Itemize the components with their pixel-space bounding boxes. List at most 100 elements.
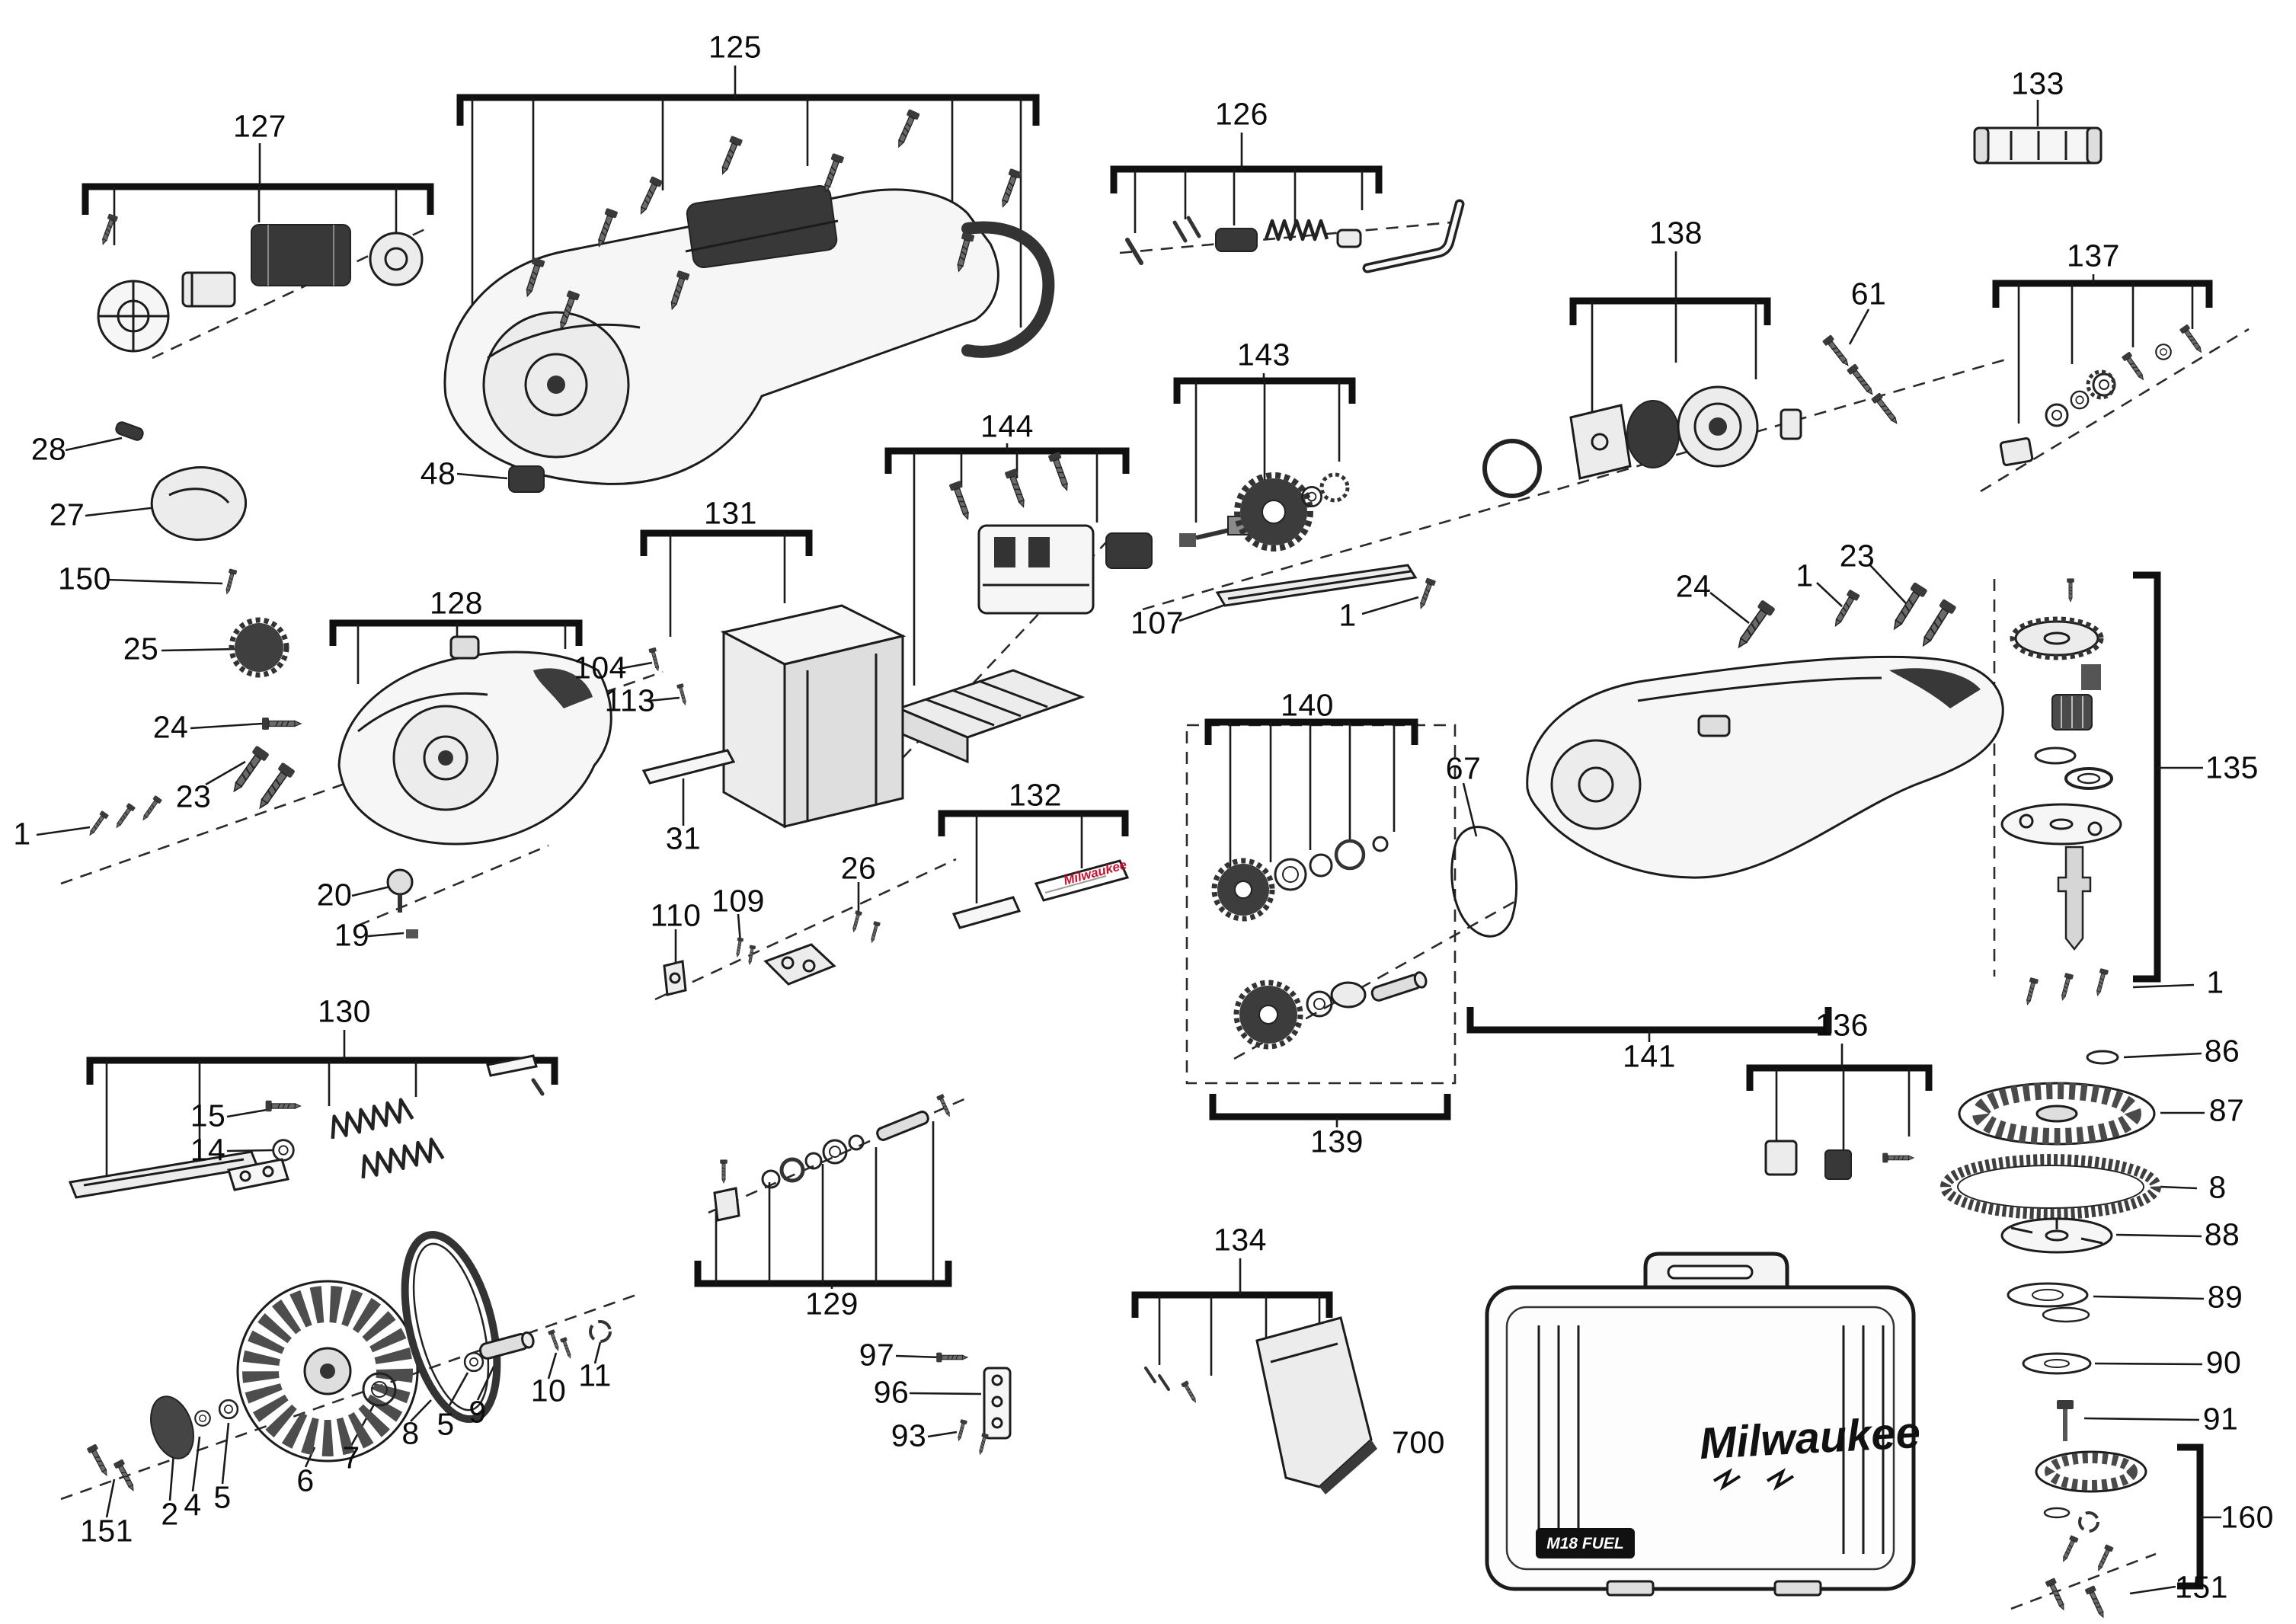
assembled-body-141-drawing [1526, 580, 2004, 879]
callout-107: 107 [1130, 605, 1184, 641]
callout-14: 14 [190, 1132, 226, 1168]
washer-86-drawing [2086, 1050, 2119, 1065]
disc-2-drawing [150, 1395, 194, 1459]
callout-143: 143 [1237, 337, 1290, 372]
gear-stack-140-drawing [1211, 836, 1389, 922]
grip-133-drawing [1973, 126, 2103, 165]
callout-28: 28 [30, 431, 67, 467]
cover-27-drawing [150, 466, 248, 541]
callout-5-b: 5 [436, 1406, 455, 1442]
callout-150: 150 [58, 561, 111, 596]
case-badge [1536, 1528, 1635, 1558]
callout-23-left: 23 [175, 778, 212, 814]
spring-drawing [1264, 219, 1329, 241]
callout-110: 110 [650, 897, 702, 933]
wheel-87-drawing [1958, 1082, 2156, 1146]
callout-7: 7 [342, 1440, 360, 1475]
shaft-hardware-129-drawing [713, 1093, 954, 1222]
pulley-parts-139-drawing [1233, 971, 1428, 1050]
callout-97: 97 [859, 1337, 895, 1373]
shaft-9-drawing [478, 1331, 535, 1360]
washer-5-drawing [218, 1399, 239, 1420]
callout-1-rightcol: 1 [2206, 964, 2224, 1000]
screw-104-drawing [648, 647, 662, 673]
body-half-128-drawing [337, 635, 612, 846]
washers-89-drawing [2007, 1282, 2090, 1323]
callout-131: 131 [704, 495, 757, 531]
callout-19: 19 [334, 917, 370, 953]
guide-bar-107-drawing [1215, 564, 1437, 611]
tire-8-left-drawing [401, 1230, 501, 1424]
case-logo-text: Milwaukee [1698, 1408, 1921, 1469]
callout-93: 93 [891, 1418, 927, 1453]
callout-67: 67 [1445, 750, 1482, 786]
band-wheel-6-drawing [236, 1280, 419, 1463]
callout-87: 87 [2208, 1092, 2245, 1128]
bracket-parts-97-96-93-drawing [935, 1351, 1012, 1456]
callout-160: 160 [2221, 1499, 2274, 1535]
callout-61: 61 [1850, 276, 1887, 312]
washer-14-drawing [272, 1139, 295, 1162]
bumper-48-drawing [508, 465, 545, 493]
callout-136: 136 [1815, 1007, 1869, 1043]
screw-97-drawing [935, 1351, 968, 1363]
clip-11-drawing [589, 1320, 612, 1343]
lightning-bolt-icon [1712, 1468, 1741, 1491]
spindle-stack-135-drawing [2000, 577, 2122, 951]
terminal-block-144-drawing [895, 451, 1153, 764]
callout-132: 132 [1009, 777, 1062, 813]
nameplates-132-drawing: Milwaukee [951, 857, 1130, 929]
screw-24-drawing [261, 717, 302, 730]
washer-4-drawing [194, 1410, 211, 1427]
callout-1-right: 1 [1796, 558, 1814, 593]
callout-126: 126 [1215, 96, 1268, 132]
callout-11: 11 [578, 1357, 612, 1393]
callout-134: 134 [1214, 1222, 1267, 1258]
callout-138: 138 [1649, 215, 1703, 251]
callout-1-center: 1 [1338, 597, 1357, 633]
callout-151-bottomright: 151 [2175, 1569, 2228, 1605]
callout-24-right: 24 [1675, 568, 1712, 604]
plate-96-drawing [983, 1367, 1012, 1440]
saw-frame-125-drawing [443, 108, 1055, 485]
callout-24-left: 24 [152, 709, 189, 745]
callout-15: 15 [190, 1098, 226, 1133]
callout-109: 109 [712, 883, 765, 919]
wheel-kit-160-drawing [2035, 1450, 2147, 1573]
callout-140: 140 [1281, 687, 1334, 723]
flange-88-drawing [2000, 1217, 2113, 1254]
callout-113: 113 [604, 683, 656, 718]
callout-700: 700 [1392, 1424, 1445, 1460]
screw-150-drawing [222, 567, 238, 596]
pin-28-drawing [115, 421, 144, 441]
callout-25: 25 [123, 631, 159, 667]
callout-128: 128 [430, 585, 483, 621]
callout-26: 26 [840, 850, 877, 886]
blank-label-31-drawing [641, 749, 736, 785]
callout-133: 133 [2011, 66, 2064, 101]
callout-127: 127 [233, 108, 286, 144]
motor-assembly-127-drawing [97, 213, 424, 353]
right-column-wheel-parts-drawing [1940, 967, 2161, 1620]
gearcase-hardware-137-drawing [1999, 323, 2206, 466]
callout-135: 135 [2205, 750, 2259, 785]
callout-4: 4 [184, 1487, 202, 1523]
callout-139: 139 [1310, 1124, 1364, 1159]
callout-125: 125 [708, 29, 762, 65]
case-badge-text: M18 FUEL [1546, 1535, 1624, 1552]
housing-cover-131-drawing [648, 604, 907, 829]
carry-case-700-drawing: Milwaukee M18 FUEL [1485, 1252, 1921, 1597]
callout-48: 48 [420, 456, 456, 491]
callout-8-rightcol: 8 [2208, 1169, 2227, 1205]
callout-10: 10 [530, 1373, 567, 1408]
callout-96: 96 [873, 1374, 910, 1410]
callout-20: 20 [316, 877, 353, 913]
callout-8-wheel: 8 [401, 1415, 420, 1451]
callout-27: 27 [49, 497, 85, 532]
callout-91: 91 [2202, 1401, 2239, 1437]
screw-113-drawing [676, 683, 689, 706]
wheel-group-drawing [85, 1230, 612, 1494]
bearing-7-drawing [362, 1372, 397, 1407]
